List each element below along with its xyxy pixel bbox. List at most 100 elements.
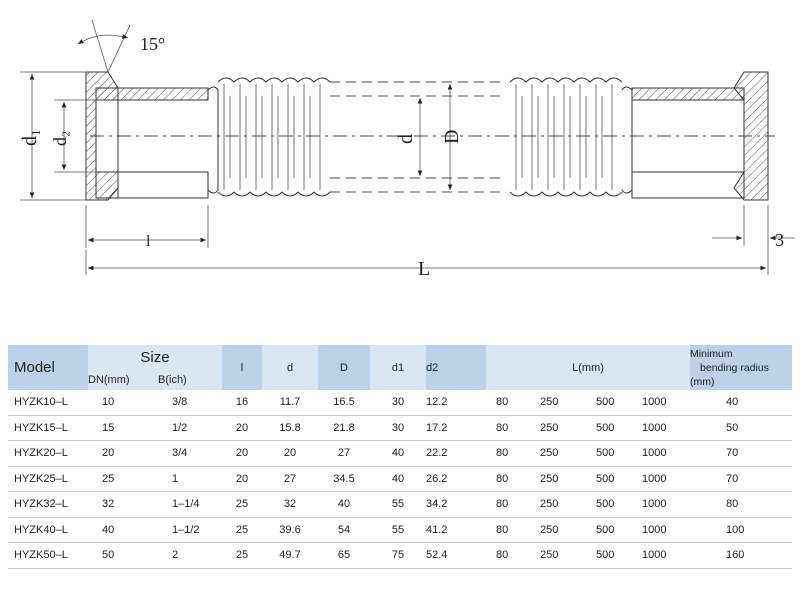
cell-b: 2 <box>158 542 222 569</box>
header-radius-line3: (mm) <box>690 375 715 388</box>
cell-r: 70 <box>690 466 793 492</box>
cell-L3: 500 <box>582 390 642 416</box>
cell-d: 32 <box>262 491 318 518</box>
cell-L4: 1000 <box>642 491 691 518</box>
three-dimension: 3 <box>712 205 795 250</box>
cell-dn: 10 <box>88 390 158 416</box>
cell-dn: 32 <box>88 491 158 518</box>
cell-L3: 500 <box>582 415 642 441</box>
right-flange <box>631 71 769 201</box>
header-bending-radius: Minimum bending radius (mm) <box>690 345 793 390</box>
header-dn: DN(mm) <box>88 369 158 390</box>
header-size: Size <box>88 345 222 369</box>
header-radius-line1: Minimum <box>690 347 733 360</box>
cell-L4: 1000 <box>642 390 691 416</box>
cell-d: 49.7 <box>262 542 318 569</box>
cell-r: 160 <box>690 542 793 569</box>
cell-L4: 1000 <box>642 517 691 543</box>
cell-model: HYZK10–L <box>8 390 88 416</box>
cell-b: 1/2 <box>158 415 222 441</box>
cell-r: 40 <box>690 390 793 416</box>
cell-D: 21.8 <box>318 415 370 441</box>
cell-d1: 40 <box>370 440 426 467</box>
cell-b: 1–1/2 <box>158 517 222 543</box>
cell-L1: 80 <box>486 390 526 416</box>
cell-L1: 80 <box>486 517 526 543</box>
cell-L4: 1000 <box>642 440 691 467</box>
cell-d2: 26.2 <box>426 466 486 492</box>
cell-d1: 75 <box>370 542 426 569</box>
header-b: B(ich) <box>158 369 222 390</box>
cell-dn: 20 <box>88 440 158 467</box>
cell-D: 65 <box>318 542 370 569</box>
cell-l: 20 <box>222 466 262 492</box>
cell-d2: 41.2 <box>426 517 486 543</box>
left-flange <box>85 71 209 201</box>
cell-D: 34.5 <box>318 466 370 492</box>
angle-dimension: 15° <box>77 19 165 73</box>
cell-d1: 55 <box>370 491 426 518</box>
cell-L2: 250 <box>526 390 582 416</box>
cell-L2: 250 <box>526 491 582 518</box>
cell-D: 54 <box>318 517 370 543</box>
cell-d2: 12.2 <box>426 390 486 416</box>
break-lines <box>330 81 500 193</box>
cell-model: HYZK40–L <box>8 517 88 543</box>
cell-L3: 500 <box>582 466 642 492</box>
specification-table: Model Size l d D d1 d2 L(mm) Minimum ben… <box>8 345 793 569</box>
cell-L4: 1000 <box>642 542 691 569</box>
cell-d: 15.8 <box>262 415 318 441</box>
left-neck <box>207 86 219 198</box>
cell-d: 39.6 <box>262 517 318 543</box>
cell-D: 40 <box>318 491 370 518</box>
header-radius-line2: bending radius <box>700 361 769 374</box>
cell-d: 27 <box>262 466 318 492</box>
cell-dn: 25 <box>88 466 158 492</box>
cell-d1: 40 <box>370 466 426 492</box>
cell-l: 25 <box>222 517 262 543</box>
cell-L2: 250 <box>526 440 582 467</box>
cell-L2: 250 <box>526 466 582 492</box>
diameter-dims-center: d D <box>395 84 463 190</box>
header-d2: d2 <box>426 345 486 390</box>
hose-technical-drawing: 15° d₁ d₂ d D l L 3 <box>19 19 795 280</box>
cell-l: 20 <box>222 440 262 467</box>
cell-r: 70 <box>690 440 793 467</box>
l-label: l <box>146 233 151 250</box>
cell-D: 27 <box>318 440 370 467</box>
bellows-right <box>509 77 633 197</box>
cell-L4: 1000 <box>642 415 691 441</box>
cell-L2: 250 <box>526 415 582 441</box>
cell-d1: 55 <box>370 517 426 543</box>
l-dimension: l <box>85 205 209 250</box>
d1-label: d₁ <box>19 129 41 146</box>
cell-model: HYZK25–L <box>8 466 88 492</box>
cell-d1: 30 <box>370 415 426 441</box>
cell-b: 3/4 <box>158 440 222 467</box>
cell-d2: 52.4 <box>426 542 486 569</box>
header-d: d <box>262 345 318 390</box>
cell-L1: 80 <box>486 440 526 467</box>
cell-L3: 500 <box>582 491 642 518</box>
cell-dn: 50 <box>88 542 158 569</box>
header-L: L(mm) <box>486 345 691 390</box>
cell-L4: 1000 <box>642 466 691 492</box>
cell-d2: 22.2 <box>426 440 486 467</box>
cell-b: 1–1/4 <box>158 491 222 518</box>
L-dimension: L <box>85 205 769 280</box>
cell-L1: 80 <box>486 415 526 441</box>
header-model: Model <box>8 345 88 390</box>
cell-model: HYZK50–L <box>8 542 88 569</box>
angle-label: 15° <box>140 34 165 54</box>
cell-b: 1 <box>158 466 222 492</box>
cell-d: 20 <box>262 440 318 467</box>
cell-L3: 500 <box>582 542 642 569</box>
cell-d2: 17.2 <box>426 415 486 441</box>
bellows-left <box>217 77 331 197</box>
d2-label: d₂ <box>50 131 70 146</box>
cell-L2: 250 <box>526 542 582 569</box>
